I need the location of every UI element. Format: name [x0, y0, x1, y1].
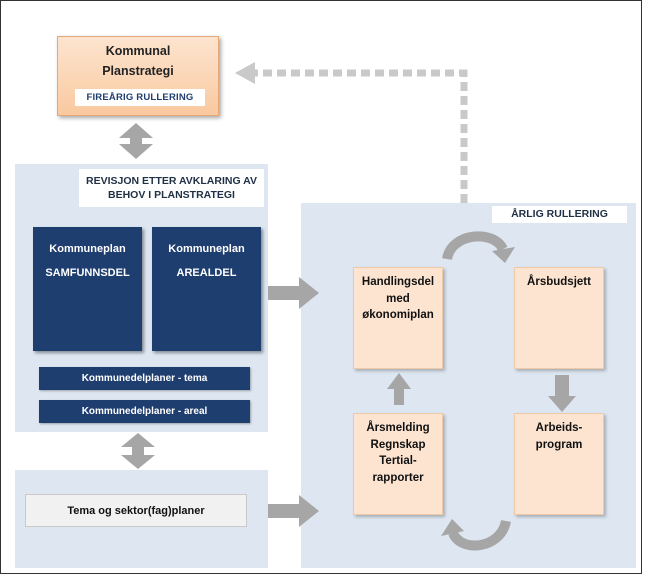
arsmelding-line2: Regnskap: [370, 438, 426, 451]
planstrategi-subtitle: FIREÅRIG RULLERING: [75, 89, 205, 106]
planstrategi-title-line1: Kommunal: [105, 44, 171, 58]
arsbudsjett-line1: Årsbudsjett: [527, 276, 591, 288]
kommuneplan-samfunnsdel-box: Kommuneplan SAMFUNNSDEL: [33, 227, 142, 351]
arbeidsprogram-line1: Arbeids-: [535, 422, 583, 434]
arsmelding-line4: rapporter: [372, 472, 424, 485]
tema-sektorplaner-box: Tema og sektor(fag)planer: [25, 494, 247, 527]
kommuneplan-arealdel-box: Kommuneplan AREALDEL: [152, 227, 261, 351]
planstrategi-box: Kommunal Planstrategi FIREÅRIG RULLERING: [57, 36, 219, 116]
annual-header: ÅRLIG RULLERING: [492, 206, 627, 223]
diagram-frame: Kommunal Planstrategi FIREÅRIG RULLERING…: [0, 0, 642, 574]
double-arrow-bottom: [121, 433, 155, 469]
revision-header-line1: REVISJON ETTER AVKLARING AV: [86, 174, 257, 187]
revision-header-line2: BEHOV I PLANSTRATEGI: [108, 189, 235, 201]
revision-header: REVISJON ETTER AVKLARING AV BEHOV I PLAN…: [79, 169, 264, 207]
down-arrow: [548, 375, 576, 412]
curved-arrow-top: [442, 231, 508, 261]
right-arrow-lower: [268, 495, 319, 527]
handlingsdel-line2: med: [386, 292, 410, 305]
curved-arrow-bottom: [448, 519, 511, 551]
curved-arrowhead-bottom: [441, 519, 464, 536]
arbeidsprogram-note: Arbeids- program: [514, 413, 604, 515]
up-arrow: [387, 373, 411, 405]
double-arrow-top: [119, 123, 153, 159]
handlingsdel-line1: Handlingsdel: [361, 276, 435, 288]
samfunnsdel-subtitle: SAMFUNNSDEL: [45, 267, 130, 279]
arsmelding-line3: Tertial-: [379, 455, 417, 468]
dashed-return-arrow: [253, 69, 468, 203]
right-arrow-upper: [268, 277, 319, 309]
handlingsdel-note: Handlingsdel med økonomiplan: [353, 267, 443, 369]
planstrategi-title-line2: Planstrategi: [102, 64, 174, 78]
planstrategi-title: Kommunal Planstrategi: [58, 41, 218, 81]
arsbudsjett-note: Årsbudsjett: [514, 267, 604, 369]
kommunedelplaner-areal-bar: Kommunedelplaner - areal: [39, 400, 250, 423]
handlingsdel-line3: økonomiplan: [362, 309, 434, 322]
arsmelding-line1: Årsmelding: [366, 422, 430, 434]
arbeidsprogram-line2: program: [535, 438, 583, 451]
arealdel-title: Kommuneplan: [168, 243, 245, 255]
curved-arrowhead-top: [492, 247, 515, 263]
dashed-arrowhead: [235, 62, 255, 84]
arsmelding-note: Årsmelding Regnskap Tertial- rapporter: [353, 413, 443, 515]
kommunedelplaner-tema-bar: Kommunedelplaner - tema: [39, 367, 250, 390]
samfunnsdel-title: Kommuneplan: [49, 243, 126, 255]
arealdel-subtitle: AREALDEL: [176, 267, 237, 279]
